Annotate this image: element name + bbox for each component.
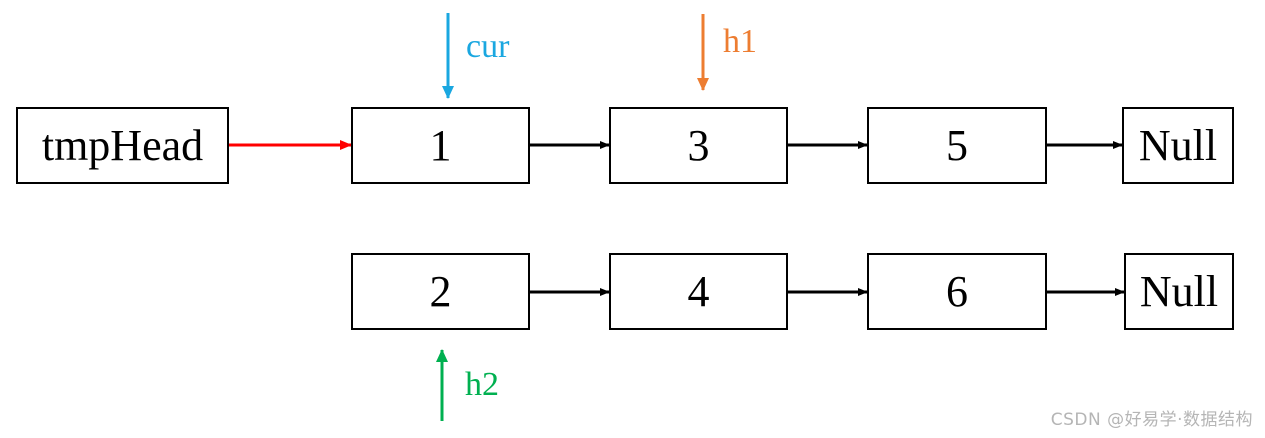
list2-node-2: 4 (609, 253, 788, 330)
list2-node-3: 6 (867, 253, 1047, 330)
list1-node-1: 1 (351, 107, 530, 184)
list1-node-3: 5 (867, 107, 1047, 184)
list2-null-node: Null (1124, 253, 1234, 330)
list2-node-1: 2 (351, 253, 530, 330)
watermark: CSDN @好易学·数据结构 (1050, 410, 1253, 430)
tmphead-node: tmpHead (16, 107, 229, 184)
h1-label: h1 (723, 23, 757, 60)
cur-label: cur (466, 28, 510, 65)
list1-null-node: Null (1122, 107, 1234, 184)
h2-label: h2 (465, 366, 499, 403)
list1-node-2: 3 (609, 107, 788, 184)
